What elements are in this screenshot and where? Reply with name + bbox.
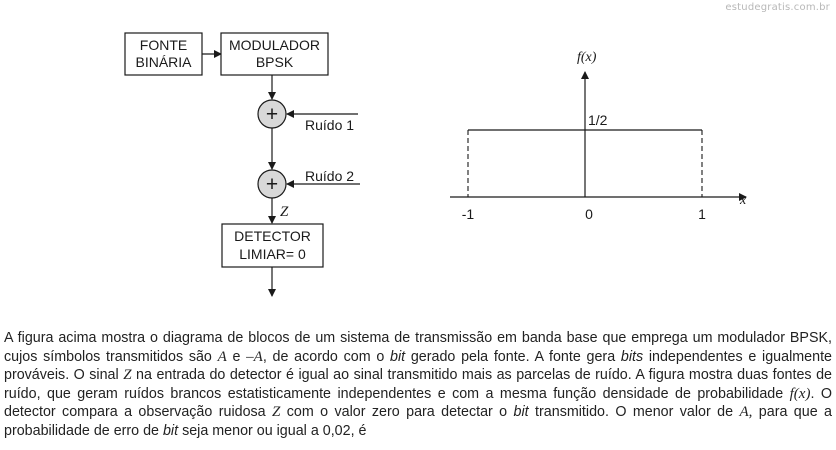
x-axis-label: x — [739, 193, 747, 208]
threshold-detector-box — [221, 223, 324, 268]
watermark: estudegratis.com.br — [725, 2, 830, 13]
block-diagram: FONTE BINÁRIA MODULADOR BPSK + Ruído 1 +… — [124, 32, 360, 297]
x-tick-label-minus-1: -1 — [462, 206, 475, 222]
detector-label-2: LIMIAR= 0 — [239, 246, 306, 262]
adder-1-plus: + — [266, 103, 278, 126]
figure: FONTE BINÁRIA MODULADOR BPSK + Ruído 1 +… — [124, 32, 747, 297]
x-tick-label-0: 0 — [585, 206, 593, 222]
pdf-chart: f(x) x 1/2 -1 0 1 — [450, 50, 747, 222]
noise-2-label: Ruído 2 — [305, 168, 354, 184]
binary-source-label-1: FONTE — [140, 37, 187, 53]
detector-label-1: DETECTOR — [234, 228, 311, 244]
noise-1-label: Ruído 1 — [305, 117, 354, 133]
bpsk-modulator-box — [220, 32, 329, 76]
x-tick-label-1: 1 — [698, 206, 706, 222]
modulator-label-1: MODULADOR — [229, 37, 320, 53]
signal-z-label: Z — [280, 204, 289, 220]
y-axis-label: f(x) — [577, 50, 597, 65]
binary-source-label-2: BINÁRIA — [135, 54, 192, 70]
modulator-label-2: BPSK — [256, 54, 294, 70]
adder-2-plus: + — [266, 173, 278, 196]
binary-source-box — [124, 32, 203, 76]
question-statement: A figura acima mostra o diagrama de bloc… — [4, 330, 833, 439]
level-label: 1/2 — [588, 112, 608, 128]
